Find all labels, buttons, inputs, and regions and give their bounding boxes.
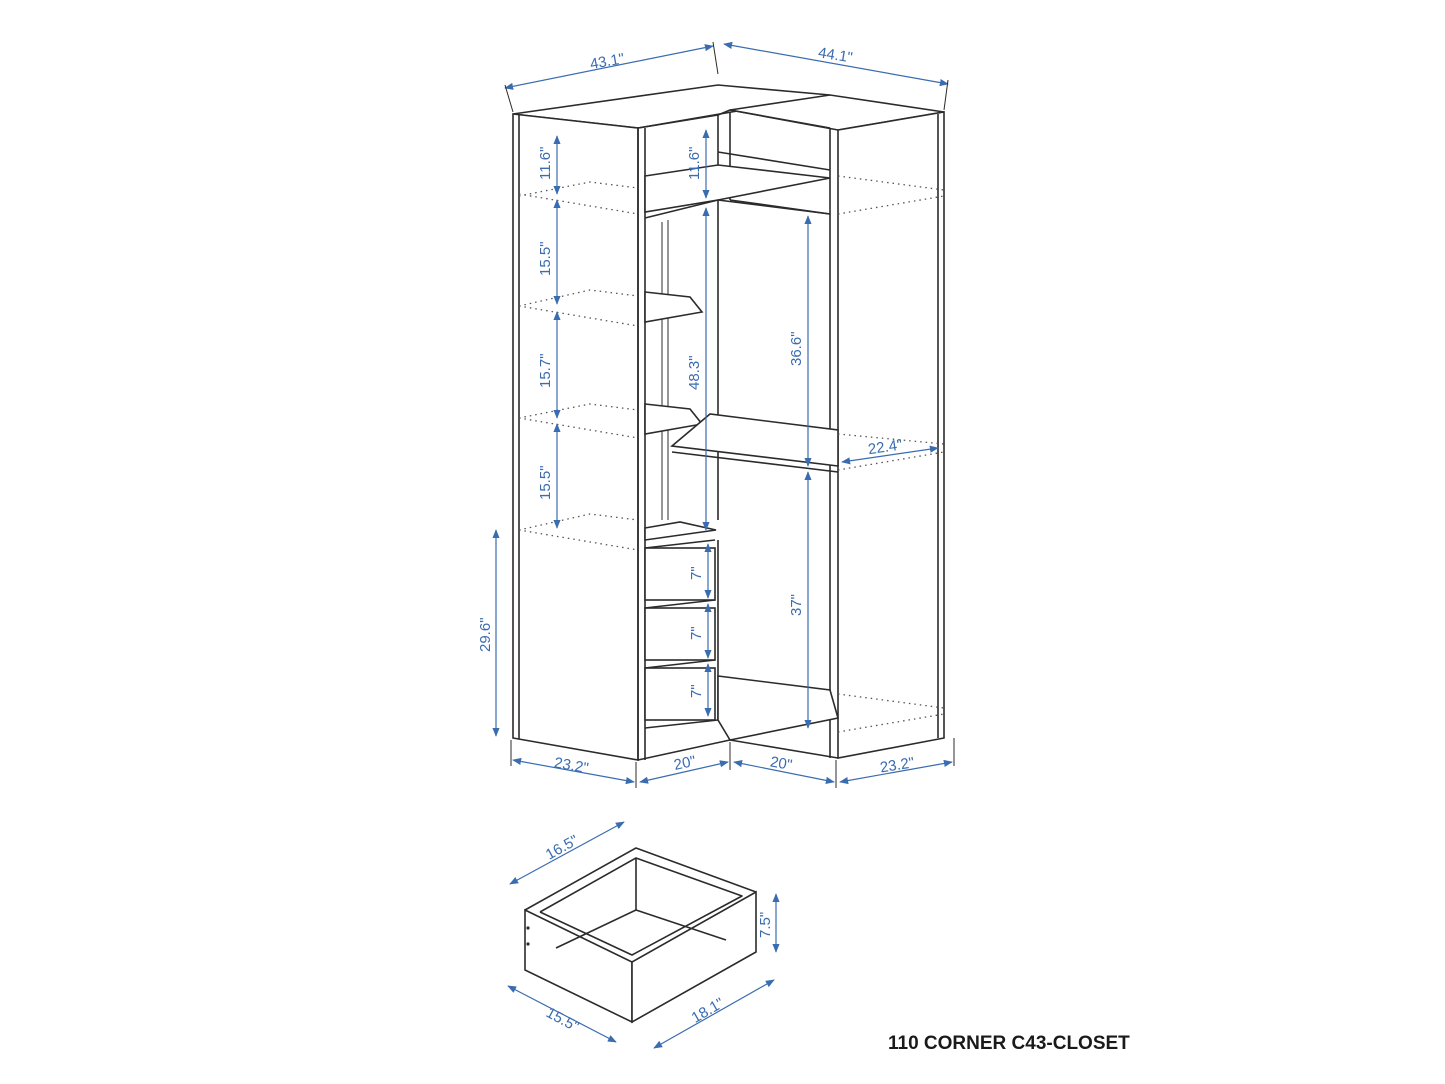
dim-bottom-left: 23.2" <box>553 754 590 777</box>
dim-bottom-left-inner: 20" <box>672 753 697 774</box>
right-middle-shelf <box>670 413 839 467</box>
dim-left-shelf-4: 15.5" <box>537 465 554 500</box>
closet-unit <box>512 84 945 761</box>
drawer-front-right <box>631 890 757 1024</box>
drawer-detail <box>524 847 757 1024</box>
left-shelf-1 <box>644 291 704 323</box>
left-side-panel <box>512 113 639 761</box>
dim-right-lower: 37" <box>788 594 805 616</box>
corner-top-shelf <box>644 164 831 213</box>
drawer-1 <box>644 547 716 601</box>
drawer-stack <box>644 521 719 729</box>
dim-drawer-top: 16.5" <box>543 832 581 864</box>
dim-bottom-right-inner: 20" <box>769 753 794 774</box>
dim-left-shelf-3: 15.7" <box>537 353 554 388</box>
dim-drawer-side: 15.5" <box>543 1004 581 1035</box>
bottom-floor <box>717 675 840 741</box>
dim-top-left: 43.1" <box>589 50 626 73</box>
dim-right-shelf: 22.4" <box>867 437 904 459</box>
drawer-3 <box>644 667 716 721</box>
dim-drawer-3: 7" <box>688 684 705 698</box>
dim-inner-hanging: 48.3" <box>686 355 703 390</box>
dim-drawer-height: 7.5" <box>757 912 774 938</box>
drawer-2 <box>644 607 716 661</box>
dim-inner-top: 11.6" <box>686 147 703 180</box>
drawer-top-surface <box>644 521 717 541</box>
diagram-caption: 110 CORNER C43-CLOSET <box>888 1033 1130 1054</box>
dim-drawer-2: 7" <box>688 626 705 640</box>
dim-drawer-front: 18.1" <box>689 995 727 1027</box>
dim-bottom-right: 23.2" <box>879 754 916 776</box>
dim-left-base: 29.6" <box>477 617 494 652</box>
dimension-lines <box>492 41 955 1049</box>
drawer-front-left <box>524 908 633 1024</box>
dim-left-shelf-1: 11.6" <box>537 147 554 180</box>
dim-left-shelf-2: 15.5" <box>537 241 554 276</box>
dim-drawer-1: 7" <box>688 566 705 580</box>
right-side-panel <box>837 111 945 759</box>
dimension-labels: 43.1" 44.1" 11.6" 15.5" 15.7" 15.5" 29.6… <box>477 44 916 1035</box>
dim-top-right: 44.1" <box>817 44 854 66</box>
dim-right-upper: 36.6" <box>788 331 805 366</box>
